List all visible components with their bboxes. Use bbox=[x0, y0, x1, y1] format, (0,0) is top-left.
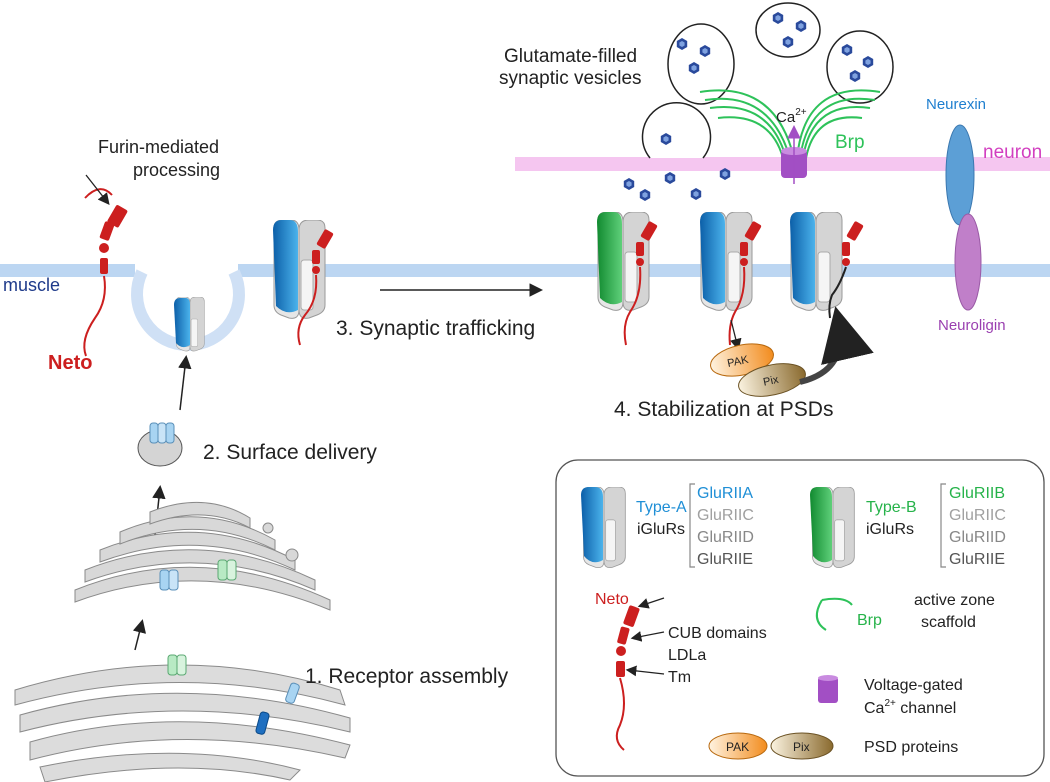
legend-psd-icon bbox=[708, 732, 834, 760]
brp-scaffold bbox=[699, 89, 881, 159]
legend-channel-icon bbox=[818, 675, 838, 703]
legend-brp-desc-2: scaffold bbox=[921, 614, 976, 631]
legend-brp-icon bbox=[821, 597, 853, 606]
legend-type-a-kind: iGluRs bbox=[637, 521, 685, 538]
legend-psd-label: PSD proteins bbox=[864, 739, 958, 756]
legend-type-b-subunit-4: GluRIIE bbox=[949, 551, 1005, 568]
legend-type-b-kind: iGluRs bbox=[866, 521, 914, 538]
ca-label-base: Ca bbox=[776, 109, 796, 126]
psd-proteins bbox=[710, 306, 874, 397]
legend-brp-desc-1: active zone bbox=[914, 592, 995, 609]
legend-neto-domain-3: Tm bbox=[668, 669, 691, 686]
neuroligin-label: Neuroligin bbox=[938, 317, 1006, 334]
legend-brp-name: Brp bbox=[857, 612, 882, 629]
vesicles-label-line2: synaptic vesicles bbox=[499, 68, 642, 89]
legend-box bbox=[555, 459, 1045, 777]
legend-type-a-subunit-2: GluRIIC bbox=[697, 507, 754, 524]
neto-label: Neto bbox=[48, 352, 92, 374]
vesicles-label-line1: Glutamate-filled bbox=[504, 46, 637, 67]
muscle-label: muscle bbox=[3, 275, 60, 295]
receptor-surface bbox=[273, 220, 334, 346]
ca-label-sup: 2+ bbox=[795, 107, 807, 118]
receptor-type-b-synapse bbox=[597, 212, 658, 346]
legend-type-a-subunit-4: GluRIIE bbox=[697, 551, 753, 568]
legend-type-a-subunit-3: GluRIID bbox=[697, 529, 754, 546]
pak-label: PAK bbox=[726, 354, 750, 370]
ca-channel bbox=[781, 125, 807, 184]
neto-protein bbox=[83, 188, 128, 357]
neuroligin bbox=[954, 213, 982, 311]
legend-type-a-subunit-1: GluRIIA bbox=[697, 485, 753, 502]
furin-label-line2: processing bbox=[133, 160, 220, 180]
step-1-label: 1. Receptor assembly bbox=[305, 665, 509, 688]
legend-type-b-subunit-2: GluRIIC bbox=[949, 507, 1006, 524]
legend-neto-domain-2: LDLa bbox=[668, 647, 706, 664]
legend-neto-title: Neto bbox=[595, 591, 629, 608]
legend-channel-ca: Ca bbox=[864, 700, 885, 717]
legend-type-b-subunit-3: GluRIID bbox=[949, 529, 1006, 546]
receptor-endocytic bbox=[174, 297, 205, 352]
endoplasmic-reticulum bbox=[14, 654, 351, 782]
legend-channel-sup: 2+ bbox=[884, 698, 896, 709]
golgi bbox=[74, 501, 331, 611]
step-2-label: 2. Surface delivery bbox=[203, 441, 377, 464]
legend-type-a-icon bbox=[581, 487, 626, 569]
synaptic-vesicles bbox=[623, 2, 894, 201]
step-3-label: 3. Synaptic trafficking bbox=[336, 317, 535, 340]
receptor-type-a-synapse-2 bbox=[790, 212, 864, 319]
furin-label-line1: Furin-mediated bbox=[98, 137, 219, 157]
pix-label: Pix bbox=[762, 374, 780, 389]
receptor-type-a-synapse-1 bbox=[700, 212, 762, 346]
legend-channel-line2: Ca2+ channel bbox=[864, 698, 956, 717]
legend-neto-domain-1: CUB domains bbox=[668, 625, 767, 642]
legend-channel-post: channel bbox=[896, 700, 957, 717]
legend-psd-pix: Pix bbox=[793, 740, 810, 754]
legend-neto-icon bbox=[615, 597, 665, 751]
legend-type-a-name: Type-A bbox=[636, 499, 687, 516]
delivery-vesicle bbox=[137, 422, 183, 467]
neurexin-label: Neurexin bbox=[926, 96, 986, 113]
neuron-label: neuron bbox=[983, 142, 1042, 163]
ca-label: Ca2+ bbox=[776, 107, 807, 126]
legend-channel-line1: Voltage-gated bbox=[864, 677, 963, 694]
step-4-label: 4. Stabilization at PSDs bbox=[614, 398, 833, 421]
brp-label: Brp bbox=[835, 132, 865, 153]
legend-psd-pak: PAK bbox=[726, 740, 749, 754]
neurexin bbox=[945, 124, 975, 226]
legend-type-b-name: Type-B bbox=[866, 499, 917, 516]
legend-type-b-icon bbox=[810, 487, 855, 569]
legend-type-b-subunit-1: GluRIIB bbox=[949, 485, 1005, 502]
